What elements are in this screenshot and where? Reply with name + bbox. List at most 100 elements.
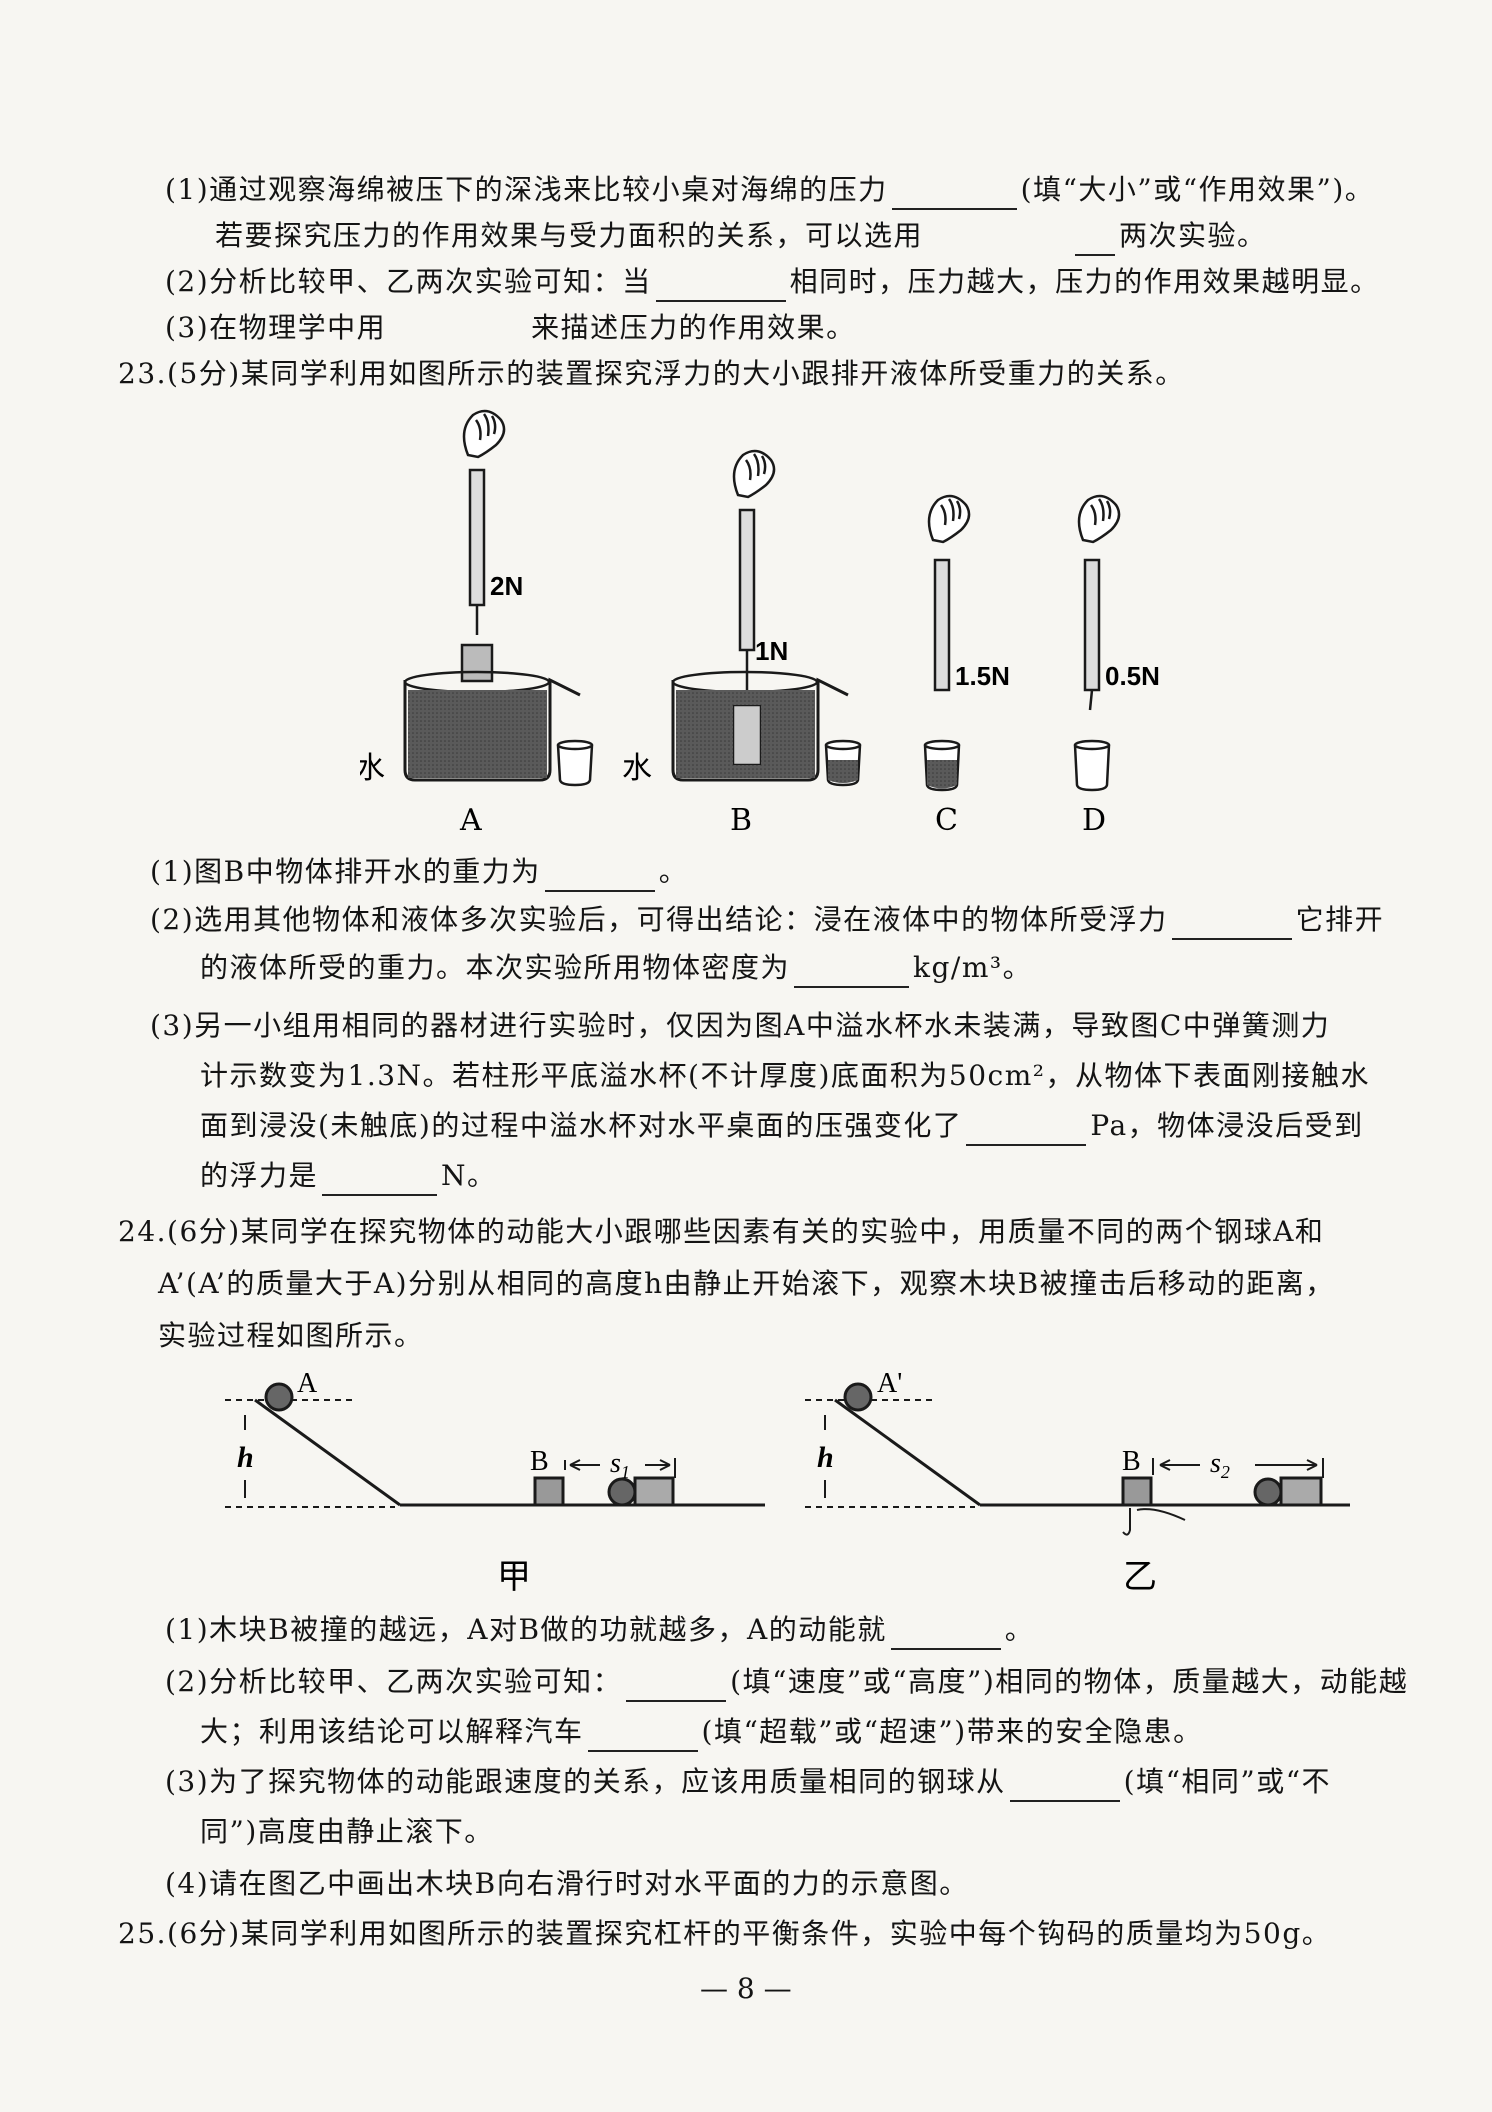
panel-label-d: D <box>1082 803 1106 838</box>
hand-icon <box>732 449 776 499</box>
block-label-jia: B <box>530 1446 549 1477</box>
q23-p2a: (2)选用其他物体和液体多次实验后，可得出结论：浸在液体中的物体所受浮力 <box>150 903 1168 936</box>
answer-blank[interactable] <box>626 1670 727 1702</box>
q24-part3-line1: (3)为了探究物体的动能跟速度的关系，应该用质量相同的钢球从 (填“相同”或“不 <box>165 1762 1331 1802</box>
object-a <box>460 643 494 683</box>
q22-p3a: (3)在物理学中用 <box>165 311 387 344</box>
q23-p1b: 。 <box>658 855 689 888</box>
ball-a <box>264 1382 294 1412</box>
answer-blank[interactable] <box>890 1618 1001 1650</box>
q23-part3-line1: (3)另一小组用相同的器材进行实验时，仅因为图A中溢水杯水未装满，导致图C中弹簧… <box>150 1009 1331 1042</box>
answer-blank[interactable] <box>1075 224 1116 256</box>
q24-p1b: 。 <box>1004 1613 1035 1646</box>
q24-p2a: (2)分析比较甲、乙两次实验可知： <box>165 1665 623 1698</box>
block-b-end-2 <box>1279 1476 1323 1507</box>
hand-icon <box>927 494 971 544</box>
q24-stem-line3: 实验过程如图所示。 <box>158 1319 424 1352</box>
q24-stem-line1: 24.(6分)某同学在探究物体的动能大小跟哪些因素有关的实验中，用质量不同的两个… <box>118 1215 1325 1248</box>
ball-label-a: A <box>297 1370 318 1399</box>
answer-blank-spacer <box>927 224 1067 256</box>
spring-scale-b <box>738 508 756 652</box>
hand-icon <box>462 409 506 459</box>
q24-p2b: (填“速度”或“高度”)相同的物体，质量越大，动能越 <box>730 1665 1409 1698</box>
answer-blank[interactable] <box>587 1720 698 1752</box>
q23-part3-line4: 的浮力是 N。 <box>200 1156 497 1196</box>
height-label-jia: h <box>237 1441 254 1474</box>
caption-yi: 乙 <box>1123 1557 1157 1597</box>
page-number: — 8 — <box>700 1972 792 2005</box>
answer-blank[interactable] <box>1009 1770 1120 1802</box>
height-label-yi: h <box>817 1441 834 1474</box>
q22-p1b: (填“大小”或“作用效果”)。 <box>1020 173 1375 206</box>
reading-a: 2N <box>490 571 523 601</box>
q23-part1: (1)图B中物体排开水的重力为 。 <box>150 852 688 892</box>
overflow-cup-b <box>671 677 849 782</box>
ball-label-a2: A' <box>877 1370 902 1399</box>
panel-label-c: C <box>935 803 958 838</box>
water-label-b: 水 <box>622 751 652 786</box>
panel-label-a: A <box>459 803 482 838</box>
block-label-yi: B <box>1122 1446 1141 1477</box>
q23-part3-line2: 计示数变为1.3N。若柱形平底溢水杯(不计厚度)底面积为50cm²，从物体下表面… <box>200 1059 1370 1092</box>
q25-stem: 25.(6分)某同学利用如图所示的装置探究杠杆的平衡条件，实验中每个钩码的质量均… <box>118 1917 1332 1950</box>
spring-scale-d <box>1083 558 1101 692</box>
q23-stem: 23.(5分)某同学利用如图所示的装置探究浮力的大小跟排开液体所受重力的关系。 <box>118 357 1185 390</box>
q24-part4: (4)请在图乙中画出木块B向右滑行时对水平面的力的示意图。 <box>165 1867 969 1900</box>
q24-part2-line2: 大；利用该结论可以解释汽车 (填“超载”或“超速”)带来的安全隐患。 <box>200 1712 1203 1752</box>
answer-blank[interactable] <box>544 860 655 892</box>
caption-jia: 甲 <box>497 1557 531 1597</box>
block-b-start-2 <box>1121 1476 1153 1507</box>
q22-p2a: (2)分析比较甲、乙两次实验可知：当 <box>165 265 652 298</box>
q23-p2c: 的液体所受的重力。本次实验所用物体密度为 <box>200 951 791 984</box>
answer-blank[interactable] <box>966 1114 1087 1146</box>
q23-p3d: Pa，物体浸没后受到 <box>1090 1109 1364 1142</box>
small-cup-d <box>1073 744 1111 792</box>
q22-p1c: 若要探究压力的作用效果与受力面积的关系，可以选用 <box>215 219 924 252</box>
distance-label-s2: s2 <box>1210 1448 1230 1482</box>
q23-p3c: 面到浸没(未触底)的过程中溢水杯对水平桌面的压强变化了 <box>200 1109 963 1142</box>
q23-p3e: 的浮力是 <box>200 1159 319 1192</box>
answer-blank[interactable] <box>794 956 910 988</box>
q22-part3: (3)在物理学中用 来描述压力的作用效果。 <box>165 308 856 348</box>
reading-c: 1.5N <box>955 661 1010 691</box>
q22-p2b: 相同时，压力越大，压力的作用效果越明显。 <box>789 265 1380 298</box>
answer-blank[interactable] <box>1171 908 1292 940</box>
reading-b: 1N <box>755 636 788 666</box>
q23-p3f: N。 <box>441 1159 497 1192</box>
object-b <box>731 703 763 767</box>
ball-a2 <box>843 1382 873 1412</box>
q24-p2d: (填“超载”或“超速”)带来的安全隐患。 <box>701 1715 1203 1748</box>
q23-part2-line2: 的液体所受的重力。本次实验所用物体密度为 kg/m³。 <box>200 948 1032 988</box>
student-pencil-mark <box>1122 1508 1186 1536</box>
kinetic-energy-figure: A A' h h B B s1 s2 甲 乙 <box>225 1370 1350 1597</box>
q22-p1d: 两次实验。 <box>1119 219 1267 252</box>
q23-part2-line1: (2)选用其他物体和液体多次实验后，可得出结论：浸在液体中的物体所受浮力它排开 <box>150 900 1384 940</box>
water-label-a: 水 <box>360 751 385 786</box>
q24-stem-line2: A’(A’的质量大于A)分别从相同的高度h由静止开始滚下，观察木块B被撞击后移动… <box>158 1267 1335 1300</box>
q24-p1a: (1)木块B被撞的越远，A对B做的功就越多，A的动能就 <box>165 1613 887 1646</box>
q24-p3b: (填“相同”或“不 <box>1123 1765 1332 1798</box>
buoyancy-figure: 2N 1N 1.5N 0.5N 水 水 A B C D <box>360 409 1160 838</box>
q24-p2c: 大；利用该结论可以解释汽车 <box>200 1715 584 1748</box>
reading-d: 0.5N <box>1105 661 1160 691</box>
q22-part1-line2: 若要探究压力的作用效果与受力面积的关系，可以选用 两次实验。 <box>215 216 1267 256</box>
small-cup-a <box>556 744 594 787</box>
answer-blank[interactable] <box>655 270 786 302</box>
spring-scale-c <box>933 558 951 692</box>
answer-blank[interactable] <box>322 1164 438 1196</box>
q23-p1a: (1)图B中物体排开水的重力为 <box>150 855 541 888</box>
spring-scale-a <box>468 468 486 607</box>
q23-p2d: kg/m³。 <box>913 951 1033 984</box>
q22-part2: (2)分析比较甲、乙两次实验可知：当 相同时，压力越大，压力的作用效果越明显。 <box>165 262 1380 302</box>
hand-icon <box>1077 494 1121 544</box>
overflow-cup-a <box>403 677 581 782</box>
q22-p1a: (1)通过观察海绵被压下的深浅来比较小桌对海绵的压力 <box>165 173 888 206</box>
panel-label-b: B <box>730 803 752 838</box>
q24-part1: (1)木块B被撞的越远，A对B做的功就越多，A的动能就 。 <box>165 1610 1034 1650</box>
q24-part2-line1: (2)分析比较甲、乙两次实验可知： (填“速度”或“高度”)相同的物体，质量越大，… <box>165 1662 1408 1702</box>
ball-a-end <box>607 1477 637 1507</box>
block-b-end <box>633 1476 675 1507</box>
q24-p3a: (3)为了探究物体的动能跟速度的关系，应该用质量相同的钢球从 <box>165 1765 1006 1798</box>
answer-blank[interactable] <box>891 178 1017 210</box>
q22-p3b: 来描述压力的作用效果。 <box>531 311 856 344</box>
